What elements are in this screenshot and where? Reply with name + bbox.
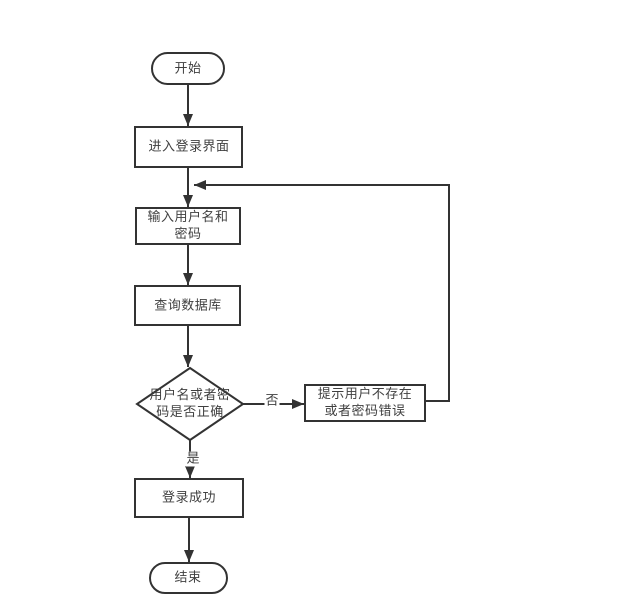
- edge-label-no: 否: [264, 393, 280, 409]
- error-prompt-label: 提示用户不存在 或者密码错误: [317, 387, 413, 419]
- process-input-credentials: [135, 207, 241, 245]
- start-label: 开始: [174, 61, 202, 77]
- process-query-database: [134, 285, 241, 326]
- arrow-error-feedback-to-input: [194, 180, 450, 402]
- process-login-success: [134, 478, 244, 518]
- enter-login-label: 进入登录界面: [148, 139, 230, 155]
- edge-label-yes: 是: [185, 451, 201, 467]
- end-label: 结束: [174, 570, 202, 586]
- query-database-label: 查询数据库: [154, 298, 222, 314]
- process-error-prompt: [304, 384, 426, 422]
- input-credentials-label: 输入用户名和 密码: [147, 210, 229, 242]
- check-credentials-label: 用户名或者密 码是否正确: [149, 388, 231, 420]
- decision-check-credentials: [135, 366, 245, 442]
- terminator-start: [151, 52, 225, 85]
- terminator-end: [149, 562, 228, 594]
- login-success-label: 登录成功: [161, 490, 217, 506]
- process-enter-login: [134, 126, 243, 168]
